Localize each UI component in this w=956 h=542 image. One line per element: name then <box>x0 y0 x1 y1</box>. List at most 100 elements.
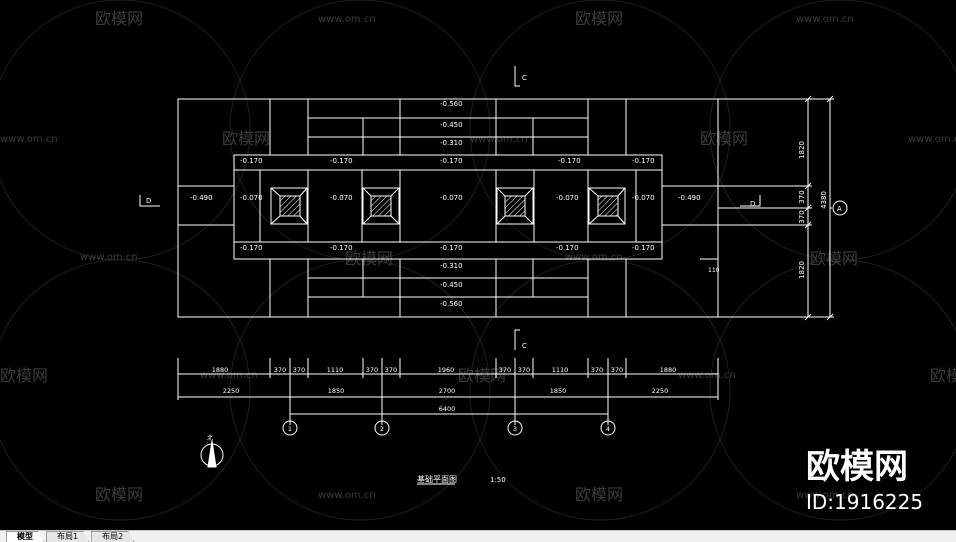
bottom-dim: 370 <box>274 366 286 374</box>
inner-box <box>307 169 363 243</box>
bottom-dim: 370 <box>611 366 623 374</box>
axis-bubble-a <box>832 200 848 216</box>
drawing-title: 基础平面图 <box>417 474 457 484</box>
watermark-logo-text: 欧模网 <box>806 447 908 487</box>
inner-box <box>587 169 637 243</box>
column-2 <box>362 187 400 225</box>
axis-bubble-3 <box>507 420 523 436</box>
elev-label: -0.070 <box>632 194 655 202</box>
bottom-dim: 370 <box>591 366 603 374</box>
bottom-dim: 1880 <box>660 366 677 374</box>
watermark-url: www.om.cn <box>796 14 854 25</box>
axis-bubble-4 <box>600 420 616 436</box>
tab-layout-1[interactable]: 布局1 <box>46 531 89 542</box>
section-mark-d-right <box>740 195 761 207</box>
watermark-url: www.om.cn <box>796 490 854 501</box>
bottom-dim: 370 <box>518 366 530 374</box>
strip-footing-outline <box>233 154 663 260</box>
watermark-brand: 欧模网 <box>575 485 623 504</box>
section-mark-c-top <box>514 66 520 87</box>
bottom-dim: 370 <box>385 366 397 374</box>
cad-drawing-canvas[interactable]: 欧模网 www.om.cn 欧模网 www.om.cn www.om.cn 欧模… <box>0 0 956 530</box>
bottom-dim: 1110 <box>327 366 344 374</box>
foundation-plan <box>139 66 848 485</box>
tab-model[interactable]: 模型 <box>6 531 44 542</box>
bottom-dim: 1850 <box>550 387 567 395</box>
elev-label: -0.070 <box>330 194 353 202</box>
plan-labels: C C D D A -0.560 -0.450 -0.310 -0.170 -0… <box>146 74 842 484</box>
watermark-url: www.om.cn <box>318 490 376 501</box>
section-d-right-label: D <box>750 200 755 208</box>
watermark-url: www.om.cn <box>0 134 58 145</box>
id-watermark: 欧模网 ID:1916225 <box>806 447 923 514</box>
watermark-brand: 欧模网 <box>95 9 143 28</box>
bottom-dim: 370 <box>293 366 305 374</box>
elev-label: -0.170 <box>558 157 581 165</box>
watermark-url: www.om.cn <box>80 252 138 263</box>
watermark-url: www.om.cn <box>565 252 623 263</box>
axis-label: 3 <box>513 425 517 433</box>
elev-label: -0.170 <box>440 244 463 252</box>
bottom-dim: 1960 <box>438 366 455 374</box>
elev-label: -0.450 <box>440 281 463 289</box>
layout-tab-bar: 模型 布局1 布局2 <box>0 530 956 542</box>
bottom-dim: 2700 <box>439 387 456 395</box>
elev-label: -0.170 <box>440 157 463 165</box>
tab-layout-2[interactable]: 布局2 <box>91 531 134 542</box>
right-dim: 370 <box>798 210 806 223</box>
right-dim: 370 <box>798 190 806 203</box>
elev-label: -0.310 <box>440 139 463 147</box>
watermark-brand: 欧模网 <box>575 9 623 28</box>
elev-label: -0.070 <box>440 194 463 202</box>
elev-label: -0.170 <box>330 244 353 252</box>
elev-label: -0.170 <box>632 244 655 252</box>
elev-label: -0.170 <box>240 244 263 252</box>
small-dim: 110 <box>708 267 720 274</box>
watermark-brand: 欧模网 <box>458 366 506 385</box>
column-3 <box>496 187 534 225</box>
north-arrow <box>200 440 224 468</box>
watermark-url: www.om.cn <box>318 14 376 25</box>
section-c-bottom-label: C <box>522 342 527 350</box>
watermark-brand: 欧模网 <box>810 249 858 268</box>
watermark-arcs <box>0 0 956 521</box>
dim-ticks <box>177 358 719 425</box>
right-dim-total: 4380 <box>820 191 828 209</box>
bottom-dim: 370 <box>499 366 511 374</box>
watermark-brand: 欧模网 <box>95 485 143 504</box>
right-dim: 1820 <box>798 261 806 279</box>
elev-label: -0.490 <box>678 194 701 202</box>
axis-a-label: A <box>837 205 842 213</box>
elev-label: -0.560 <box>440 300 463 308</box>
inner-box <box>399 169 497 243</box>
section-c-top-label: C <box>522 74 527 82</box>
column-4 <box>588 187 626 225</box>
elev-label: -0.170 <box>240 157 263 165</box>
elev-label: -0.560 <box>440 100 463 108</box>
watermark-brand: 欧模网 <box>930 366 956 385</box>
bottom-dim: 1880 <box>212 366 229 374</box>
axis-label: 4 <box>606 425 610 433</box>
north-label: 北 <box>207 434 213 442</box>
elev-label: -0.170 <box>556 244 579 252</box>
elev-label: -0.450 <box>440 121 463 129</box>
watermark-url: www.om.cn <box>470 134 528 145</box>
section-mark-d-left <box>139 195 160 207</box>
bottom-dim: 1850 <box>328 387 345 395</box>
watermark-url: www.om.cn <box>200 370 258 381</box>
elev-label: -0.070 <box>556 194 579 202</box>
axis-label: 1 <box>288 425 292 433</box>
watermark-id: ID:1916225 <box>806 490 923 514</box>
bottom-dim-total: 6400 <box>439 405 456 413</box>
watermark-brand: 欧模网 <box>700 129 748 148</box>
right-dim: 1820 <box>798 141 806 159</box>
watermark-url: www.om.cn <box>678 370 736 381</box>
watermark-texts: 欧模网 www.om.cn 欧模网 www.om.cn www.om.cn 欧模… <box>0 9 956 504</box>
watermark-url: www.om.cn <box>908 134 956 145</box>
axis-label: 2 <box>380 425 384 433</box>
elev-label: -0.170 <box>632 157 655 165</box>
section-mark-c-bottom <box>514 329 520 350</box>
column-1 <box>270 187 308 225</box>
elev-label: -0.310 <box>440 262 463 270</box>
watermark-brand: 欧模网 <box>222 129 270 148</box>
